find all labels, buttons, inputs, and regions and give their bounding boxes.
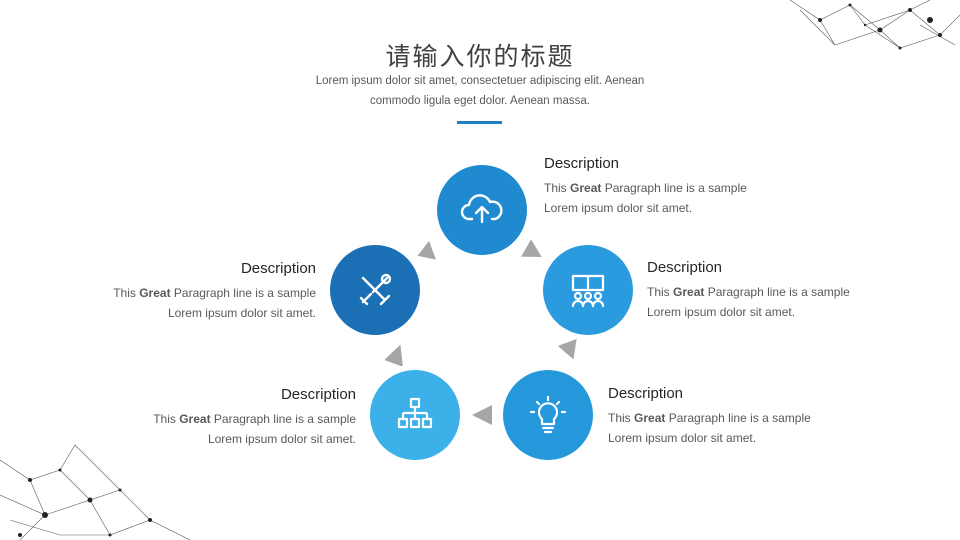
- description-heading: Description: [608, 385, 848, 402]
- cloud-upload-icon: [460, 188, 504, 232]
- description-text: This Great Paragraph line is a sample Lo…: [116, 409, 356, 449]
- subtitle-line: commodo ligula eget dolor. Aenean massa.: [300, 91, 660, 111]
- description-heading: Description: [544, 155, 784, 172]
- org-chart-icon: [393, 393, 437, 437]
- team-icon: [566, 268, 610, 312]
- step-circle-left: [330, 245, 420, 335]
- description-text: This Great Paragraph line is a sample Lo…: [647, 282, 887, 322]
- network-decoration-bottom-left: [0, 440, 190, 540]
- cycle-arrow: [521, 240, 545, 264]
- description-block-right: Description This Great Paragraph line is…: [647, 259, 887, 322]
- step-circle-bottom-left: [370, 370, 460, 460]
- description-block-bottom-right: Description This Great Paragraph line is…: [608, 385, 848, 448]
- description-heading: Description: [647, 259, 887, 276]
- description-block-bottom-left: Description This Great Paragraph line is…: [116, 386, 356, 449]
- cycle-arrow: [385, 342, 409, 366]
- subtitle-line: Lorem ipsum dolor sit amet, consectetuer…: [300, 71, 660, 91]
- description-text: This Great Paragraph line is a sample Lo…: [608, 408, 848, 448]
- description-heading: Description: [116, 386, 356, 403]
- tools-icon: [353, 268, 397, 312]
- description-block-left: Description This Great Paragraph line is…: [76, 260, 316, 323]
- page-subtitle: Lorem ipsum dolor sit amet, consectetuer…: [300, 71, 660, 111]
- page-title: 请输入你的标题: [0, 37, 960, 73]
- cycle-arrow: [470, 403, 494, 427]
- lightbulb-icon: [526, 393, 570, 437]
- description-text: This Great Paragraph line is a sample Lo…: [544, 178, 784, 218]
- description-text: This Great Paragraph line is a sample Lo…: [76, 283, 316, 323]
- step-circle-bottom-right: [503, 370, 593, 460]
- step-circle-top: [437, 165, 527, 255]
- description-block-top: Description This Great Paragraph line is…: [544, 155, 784, 218]
- step-circle-right: [543, 245, 633, 335]
- description-heading: Description: [76, 260, 316, 277]
- cycle-arrow: [413, 241, 437, 265]
- cycle-arrow: [558, 338, 582, 362]
- title-underline: [457, 121, 502, 124]
